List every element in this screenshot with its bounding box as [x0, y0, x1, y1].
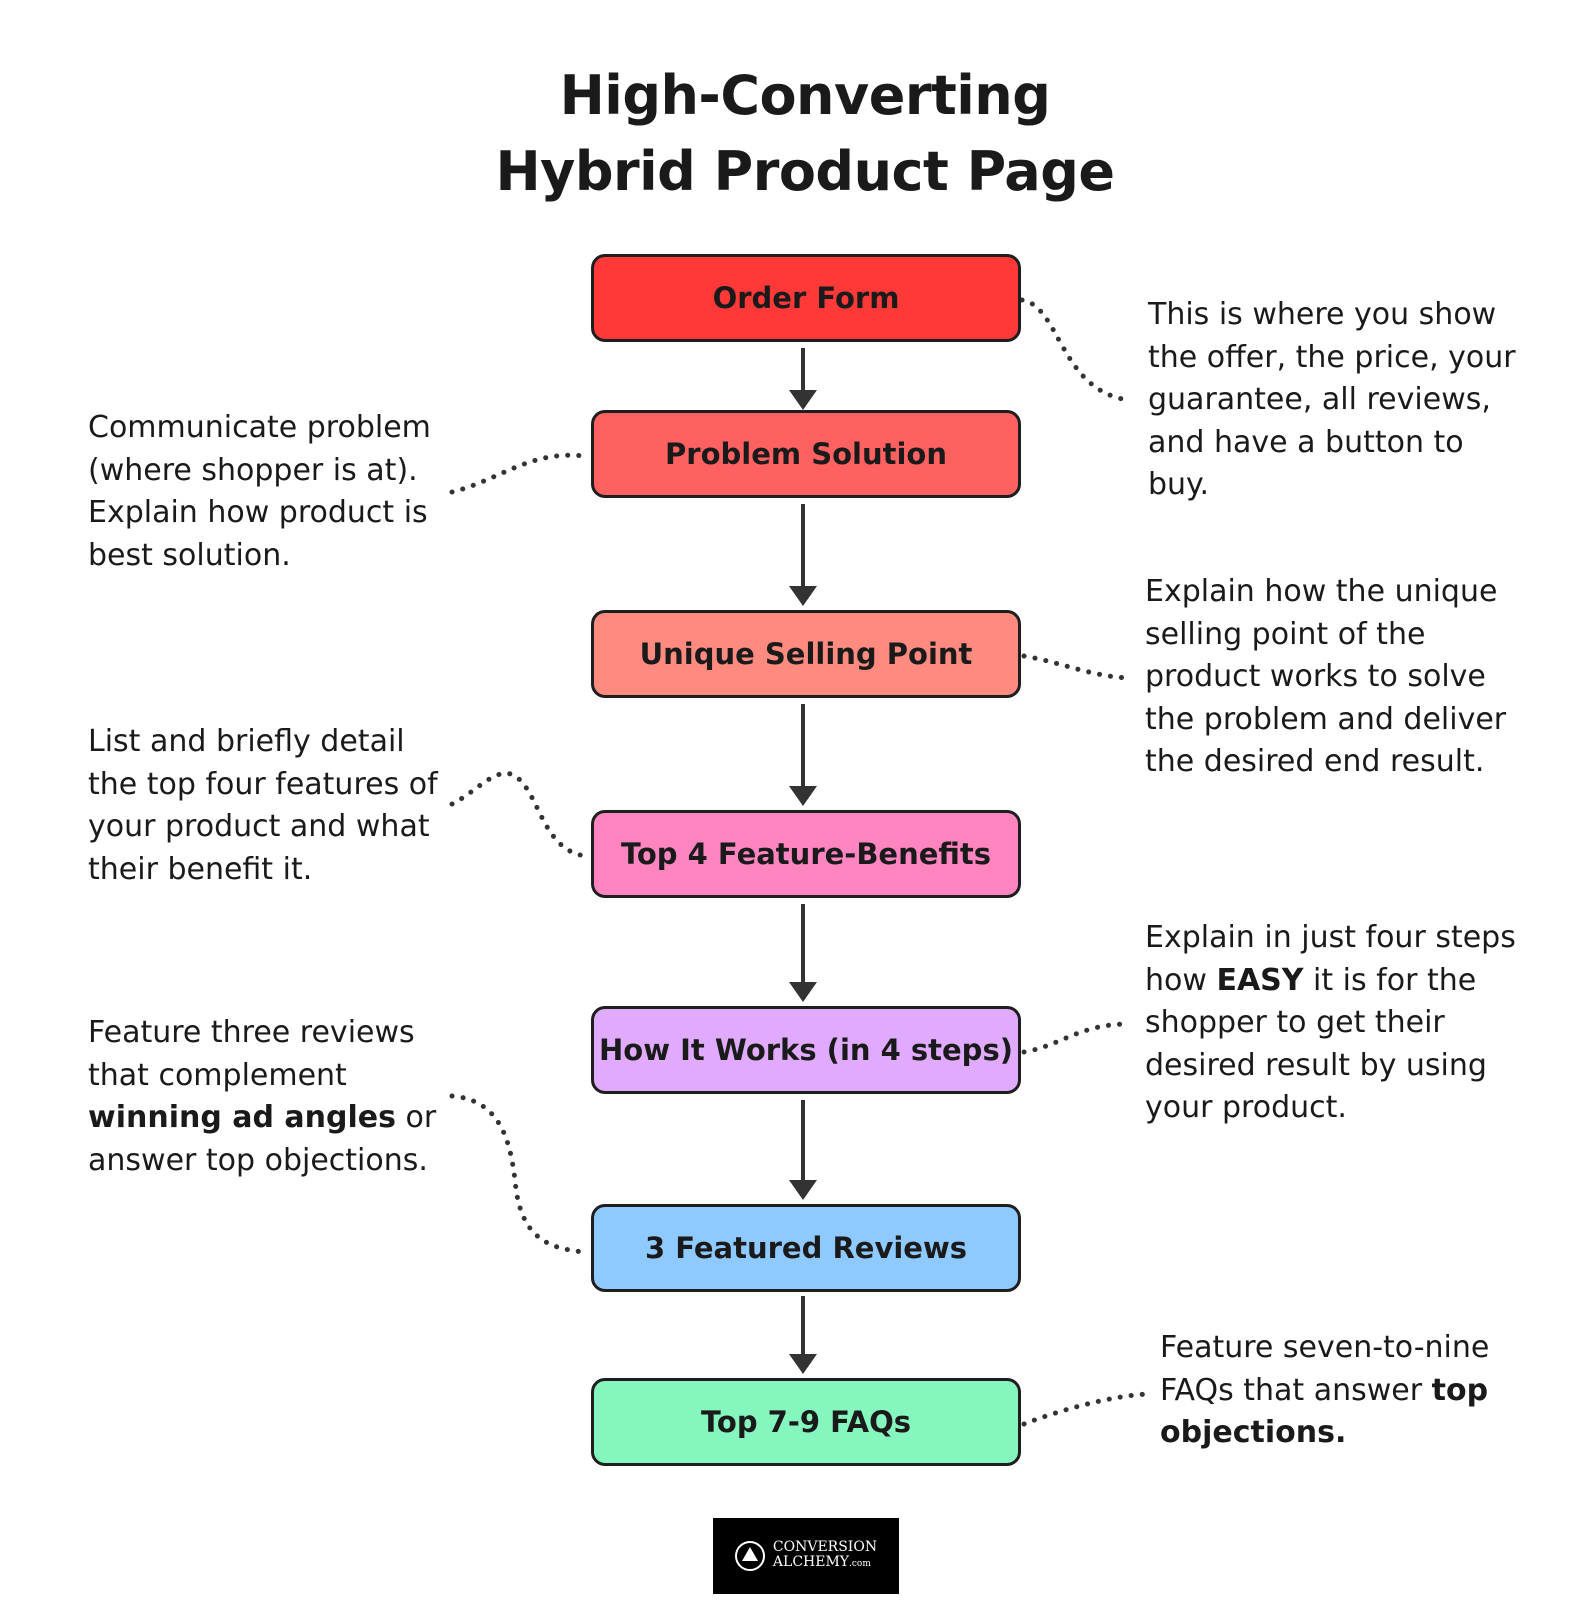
step-faqs: Top 7-9 FAQs [591, 1378, 1021, 1466]
step-how-it-works-label: How It Works (in 4 steps) [599, 1033, 1013, 1067]
note-feature-benefits: List and briefly detail the top four fea… [88, 721, 438, 891]
logo-suffix: .com [849, 1559, 871, 1569]
brand-logo-text: CONVERSION ALCHEMY.com [773, 1540, 877, 1572]
note-line: best solution. [88, 537, 291, 573]
step-featured-reviews-label: 3 Featured Reviews [644, 1231, 968, 1265]
note-text: how [1145, 962, 1217, 998]
note-line: winning ad angles or [88, 1097, 436, 1140]
logo-word: ALCHEMY [772, 1554, 850, 1570]
note-line: that complement [88, 1057, 347, 1093]
arrow-2-head [789, 586, 817, 606]
step-order-form: Order Form [591, 254, 1021, 342]
connector-feature-benefits [449, 770, 588, 859]
logo-line-1: CONVERSION [772, 1539, 878, 1555]
step-problem-solution: Problem Solution [591, 410, 1021, 498]
note-emphasis: top [1431, 1372, 1489, 1408]
arrow-4-head [789, 982, 817, 1002]
note-line: Explain in just four steps [1145, 920, 1516, 955]
brand-logo: CONVERSION ALCHEMY.com [713, 1518, 899, 1594]
note-line: the desired end result. [1145, 744, 1485, 779]
connector-unique-selling-point [1021, 653, 1131, 681]
connector-featured-reviews [449, 1093, 586, 1255]
step-problem-solution-label: Problem Solution [665, 437, 947, 471]
note-line: shopper to get their [1145, 1005, 1445, 1040]
logo-line-2: ALCHEMY.com [773, 1555, 877, 1572]
note-line: desired result by using [1145, 1047, 1487, 1083]
connector-how-it-works [1021, 1021, 1131, 1055]
step-faqs-label: Top 7-9 FAQs [700, 1405, 912, 1439]
note-line: objections. [1160, 1412, 1489, 1455]
note-line: Feature seven-to-nine [1160, 1330, 1490, 1365]
arrow-5-head [789, 1180, 817, 1200]
arrow-1-head [789, 390, 817, 410]
note-how-it-works: Explain in just four steps how EASY it i… [1145, 917, 1516, 1130]
note-line: the offer, the price, your [1148, 339, 1516, 375]
note-line: guarantee, all reviews, [1148, 382, 1491, 417]
note-line: your product and what [88, 809, 430, 844]
step-unique-selling-point-label: Unique Selling Point [639, 637, 973, 671]
connector-problem-solution [449, 452, 587, 495]
arrow-3-head [789, 786, 817, 806]
note-line: their benefit it. [88, 851, 313, 887]
note-text: it is for the [1303, 962, 1477, 998]
connector-order-form [1019, 297, 1131, 403]
step-unique-selling-point: Unique Selling Point [591, 610, 1021, 698]
step-order-form-label: Order Form [712, 281, 900, 315]
note-line: This is where you show [1148, 297, 1497, 332]
step-feature-benefits: Top 4 Feature-Benefits [591, 810, 1021, 898]
arrow-6-head [789, 1354, 817, 1374]
title-line-1: High-Converting [559, 64, 1051, 127]
step-how-it-works: How It Works (in 4 steps) [591, 1006, 1021, 1094]
note-line: Explain how product is [88, 495, 428, 530]
note-line: the problem and deliver [1145, 701, 1507, 737]
note-line: Feature three reviews [88, 1015, 415, 1050]
page-title: High-Converting Hybrid Product Page [0, 58, 1579, 210]
step-featured-reviews: 3 Featured Reviews [591, 1204, 1021, 1292]
note-line: product works to solve [1145, 659, 1486, 694]
note-line: Communicate problem [88, 410, 431, 445]
note-line: Explain how the unique [1145, 574, 1498, 609]
note-unique-selling-point: Explain how the unique selling point of … [1145, 571, 1506, 784]
note-line: your product. [1145, 1090, 1347, 1125]
note-line: buy. [1148, 467, 1210, 502]
note-featured-reviews: Feature three reviews that complement wi… [88, 1012, 436, 1182]
connector-faqs [1021, 1391, 1151, 1427]
note-order-form: This is where you show the offer, the pr… [1148, 294, 1516, 507]
note-line: and have a button to [1148, 424, 1464, 460]
note-problem-solution: Communicate problem (where shopper is at… [88, 407, 431, 577]
note-line: answer top objections. [88, 1142, 428, 1178]
note-emphasis: EASY [1216, 962, 1304, 998]
note-line: FAQs that answer top [1160, 1370, 1489, 1413]
note-text: or [396, 1100, 437, 1135]
note-emphasis: winning ad angles [88, 1100, 396, 1135]
note-line: selling point of the [1145, 616, 1426, 652]
note-emphasis: objections. [1160, 1415, 1347, 1450]
note-line: the top four features of [88, 766, 438, 802]
note-text: FAQs that answer [1160, 1372, 1432, 1408]
note-line: how EASY it is for the [1145, 960, 1516, 1003]
alchemy-icon [734, 1541, 765, 1571]
step-feature-benefits-label: Top 4 Feature-Benefits [620, 837, 992, 871]
dotted-connectors [449, 297, 1151, 1427]
note-line: List and briefly detail [88, 724, 405, 759]
note-line: (where shopper is at). [88, 452, 418, 488]
flow-arrows [789, 348, 817, 1374]
note-faqs: Feature seven-to-nine FAQs that answer t… [1160, 1327, 1489, 1455]
title-line-2: Hybrid Product Page [495, 140, 1115, 203]
